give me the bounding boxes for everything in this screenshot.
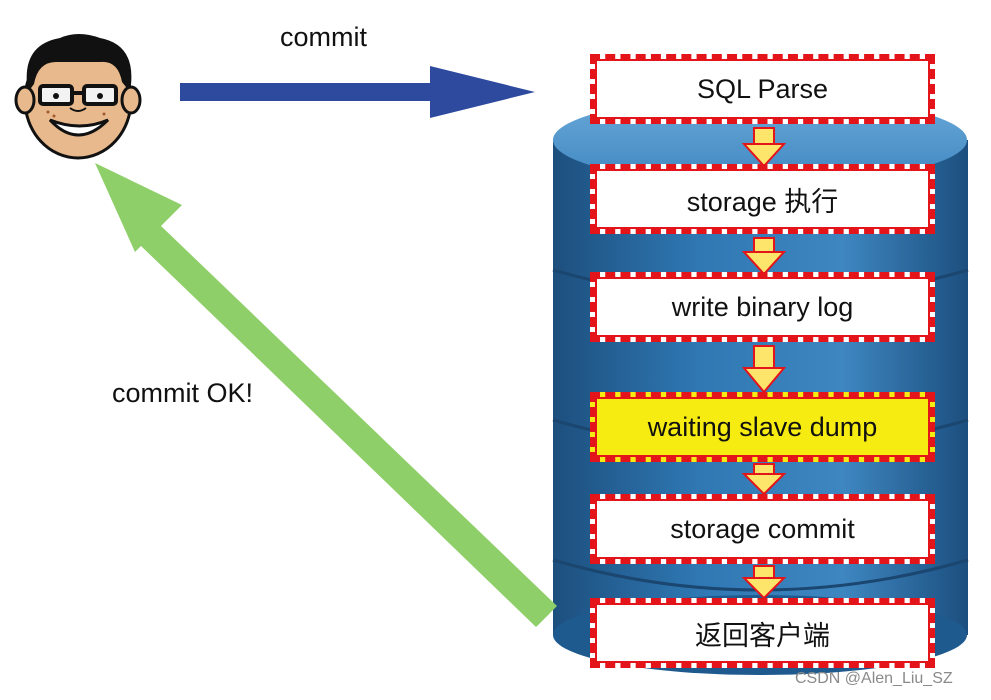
step-waiting-slave-dump: waiting slave dump [590,392,935,462]
request-label: commit [280,22,367,52]
request-arrow [180,66,535,118]
flow-arrow [741,345,787,394]
response-arrow [95,163,557,627]
step-storage-execute: storage 执行 [590,164,935,234]
response-label: commit OK! [112,378,254,408]
step-storage-commit: storage commit [590,494,935,564]
flow-arrow [741,565,787,600]
flow-arrow [741,127,787,168]
step-write-binary-log: write binary log [590,272,935,342]
step-sql-parse: SQL Parse [590,54,935,124]
step-return-client: 返回客户端 [590,598,935,668]
flow-arrow [741,463,787,496]
watermark: CSDN @Alen_Liu_SZ [795,670,953,687]
flow-arrow [741,237,787,276]
cartoon-user-with-glasses-icon [14,34,142,160]
